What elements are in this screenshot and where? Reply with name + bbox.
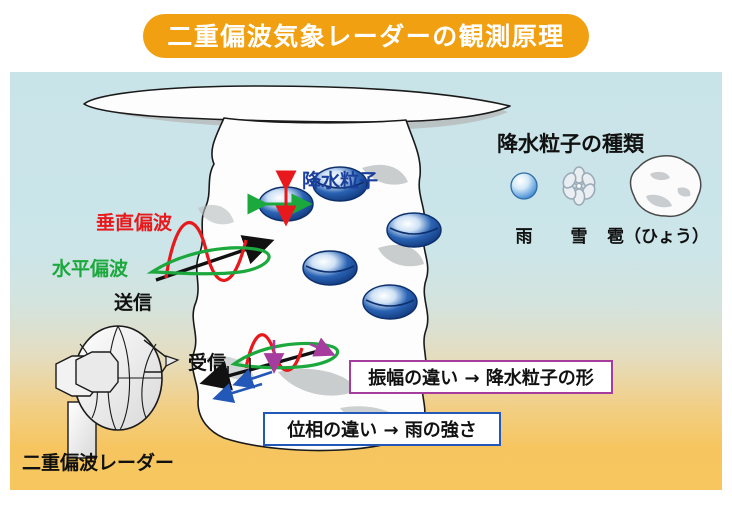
dual-polarization-radar xyxy=(55,325,180,459)
transmitted-beam xyxy=(146,221,275,282)
legend-label-snow: 雪 xyxy=(570,227,588,247)
illustration-panel: 垂直偏波 水平偏波 送信 受信 降水粒子 二重偏波レーダー 降水粒子の種類 雨 … xyxy=(10,72,722,490)
radar-device-label: 二重偏波レーダー xyxy=(22,452,175,474)
raindrop-particle xyxy=(312,166,368,202)
raindrop-icon xyxy=(510,172,538,200)
horizontal-wave-curve xyxy=(146,246,271,276)
raindrop-particle xyxy=(386,212,442,248)
callout-amplitude-text: 振幅の違い → 降水粒子の形 xyxy=(368,368,594,389)
legend-label-rain: 雨 xyxy=(515,227,533,247)
raindrop-particle xyxy=(302,250,358,286)
received-beam xyxy=(199,333,340,404)
radar-feed-boxes xyxy=(55,351,119,397)
precipitation-particles-label: 降水粒子 xyxy=(302,170,379,192)
phase-arrow-2 xyxy=(232,368,273,389)
precipitation-particle-group xyxy=(247,166,442,320)
callout-phase-text: 位相の違い → 雨の強さ xyxy=(287,420,477,441)
transmit-label: 送信 xyxy=(114,292,153,314)
amplitude-arrow-horizontal xyxy=(309,337,336,357)
callout-amplitude-difference: 振幅の違い → 降水粒子の形 xyxy=(349,360,613,394)
horizontal-polarization-label: 水平偏波 xyxy=(52,258,129,280)
legend-title: 降水粒子の種類 xyxy=(497,132,644,156)
title-banner: 二重偏波気象レーダーの観測原理 xyxy=(143,14,589,58)
receive-label: 受信 xyxy=(188,352,227,374)
page-title: 二重偏波気象レーダーの観測原理 xyxy=(167,21,565,51)
annotated-raindrop-particle xyxy=(247,170,314,227)
hailstone-icon xyxy=(629,155,702,218)
raindrop-particle xyxy=(362,284,418,320)
snowflake-icon xyxy=(562,166,596,206)
legend-label-hail: 雹（ひょう） xyxy=(607,227,709,247)
legend-icons xyxy=(510,155,702,218)
vertical-polarization-label: 垂直偏波 xyxy=(96,212,173,234)
callout-phase-difference: 位相の違い → 雨の強さ xyxy=(263,412,501,446)
